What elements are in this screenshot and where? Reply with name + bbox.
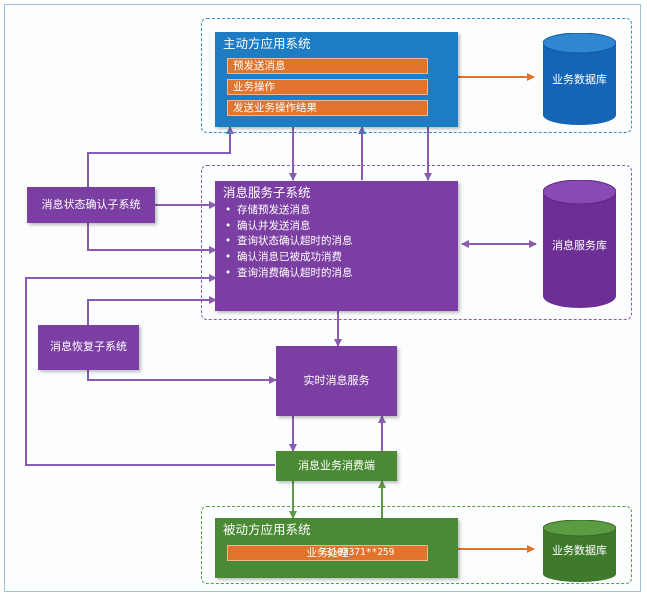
message-service-title: 消息服务子系统 — [223, 185, 311, 200]
watermark-overlay-text: 73103371**259 — [320, 547, 395, 558]
database-cylinder-icon — [543, 180, 616, 308]
message-service-box: 消息服务子系统 存储预发送消息 确认并发送消息 查询状态确认超时的消息 确认消息… — [215, 181, 458, 311]
message-service-functions: 存储预发送消息 确认并发送消息 查询状态确认超时的消息 确认消息已被成功消费 查… — [215, 203, 458, 281]
step-pre-send: 预发送消息 — [227, 58, 428, 74]
message-db-label: 消息服务库 — [552, 239, 607, 252]
message-consumer: 消息业务消费端 — [276, 451, 397, 481]
function-item: 确认并发送消息 — [225, 219, 458, 235]
arrow-recovery-to-service — [87, 296, 217, 326]
consumer-label: 消息业务消费端 — [298, 458, 375, 472]
active-app-title: 主动方应用系统 — [223, 36, 311, 51]
passive-db-label: 业务数据库 — [552, 544, 607, 557]
recovery-label: 消息恢复子系统 — [50, 340, 127, 354]
database-cylinder-icon — [543, 520, 616, 582]
step-send-result: 发送业务操作结果 — [227, 100, 428, 116]
realtime-label: 实时消息服务 — [303, 373, 370, 387]
active-business-db: 业务数据库 — [543, 33, 616, 125]
function-item: 查询消费确认超时的消息 — [225, 266, 458, 282]
function-item: 查询状态确认超时的消息 — [225, 234, 458, 250]
message-service-group — [201, 165, 632, 320]
passive-app-group — [201, 506, 632, 584]
arrow-status-to-service-2 — [87, 222, 217, 254]
database-cylinder-icon — [543, 33, 616, 125]
arrow-status-to-active — [87, 126, 234, 188]
active-db-label: 业务数据库 — [552, 73, 607, 86]
active-app-box: 主动方应用系统 预发送消息 业务操作 发送业务操作结果 — [215, 32, 458, 127]
passive-business-db: 业务数据库 — [543, 520, 616, 582]
realtime-message-service: 实时消息服务 — [276, 346, 397, 416]
active-app-group — [201, 18, 632, 133]
function-item: 存储预发送消息 — [225, 203, 458, 219]
status-confirm-label: 消息状态确认子系统 — [41, 197, 141, 211]
recovery-subsystem: 消息恢复子系统 — [38, 325, 139, 370]
passive-app-box: 被动方应用系统 业务处理 — [215, 518, 458, 578]
arrow-recovery-to-realtime — [87, 370, 277, 384]
passive-app-title: 被动方应用系统 — [223, 522, 311, 537]
arrow-consumer-to-service — [25, 274, 275, 466]
message-service-db: 消息服务库 — [543, 180, 616, 308]
function-item: 确认消息已被成功消费 — [225, 250, 458, 266]
step-business-op: 业务操作 — [227, 79, 428, 95]
step-business-processing: 业务处理 — [227, 545, 428, 561]
status-confirm-subsystem: 消息状态确认子系统 — [27, 187, 155, 223]
